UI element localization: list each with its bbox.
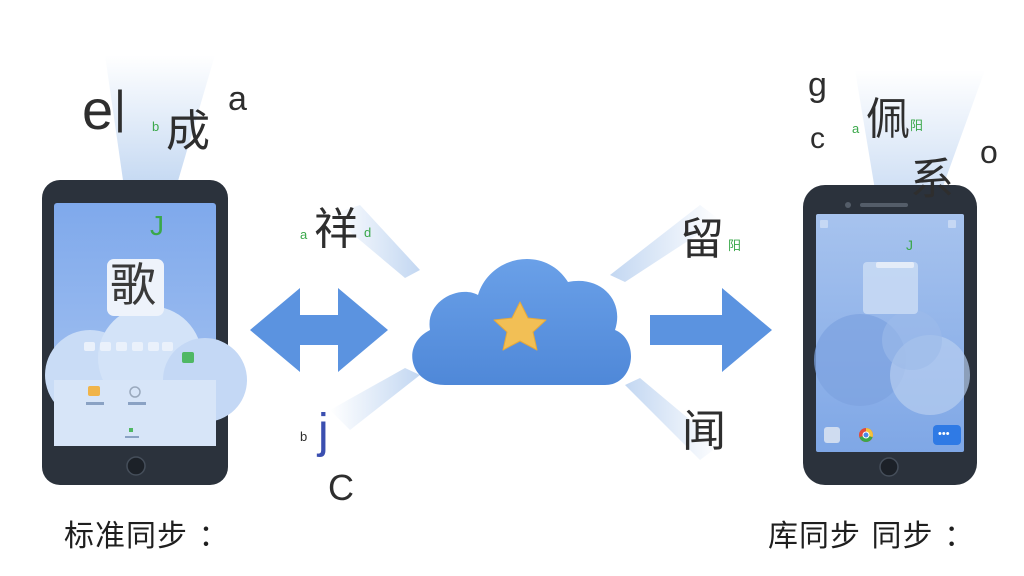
glyph-right-xi: 系: [910, 154, 954, 205]
glyph-right-o: o: [980, 134, 998, 170]
glyph-center-a: a: [300, 227, 308, 242]
glyph-left-b: b: [152, 119, 160, 134]
glyph-right-rb: 阳: [910, 119, 924, 134]
glyph-center-rb: 阳: [728, 239, 742, 254]
glyph-center-liu: 留: [680, 214, 724, 265]
glyph-center-b: b: [300, 429, 308, 444]
glyph-left-e: e: [82, 78, 114, 141]
glyph-right-c: c: [810, 122, 825, 155]
glyph-right-a: a: [852, 121, 860, 136]
glyph-left-bar: |: [114, 81, 126, 133]
left-caption: 标准同步 ：: [64, 519, 230, 554]
left-tablet: [42, 180, 247, 485]
right-phone: [803, 185, 977, 485]
right-caption: 库同步 同步 ：: [768, 519, 976, 554]
glyph-right-j: J: [906, 237, 913, 253]
glyph-left-j: J: [150, 210, 164, 241]
dock-more-icon[interactable]: •••: [938, 428, 950, 440]
double-arrow: [250, 288, 388, 372]
glyph-center-j: j: [318, 405, 329, 458]
glyph-right-g: g: [808, 66, 827, 104]
glyph-center-d: d: [364, 225, 372, 240]
glyph-left-a: a: [228, 80, 247, 118]
app-tile-icon[interactable]: 歌: [110, 258, 156, 312]
ray-lower-right: [625, 378, 720, 460]
star-icon: [493, 301, 547, 351]
glyph-right-pei: 佩: [866, 94, 910, 145]
glyph-center-xiang: 祥: [314, 204, 358, 255]
right-arrow: [650, 288, 772, 372]
left-beam: [105, 55, 215, 215]
glyph-center-c: C: [328, 467, 354, 508]
ray-lower-left: [330, 368, 420, 430]
ray-upper-left: [330, 205, 420, 278]
glyph-center-wen: 闻: [682, 406, 726, 457]
ray-upper-right: [610, 205, 720, 282]
glyph-left-cheng: 成: [166, 106, 210, 157]
